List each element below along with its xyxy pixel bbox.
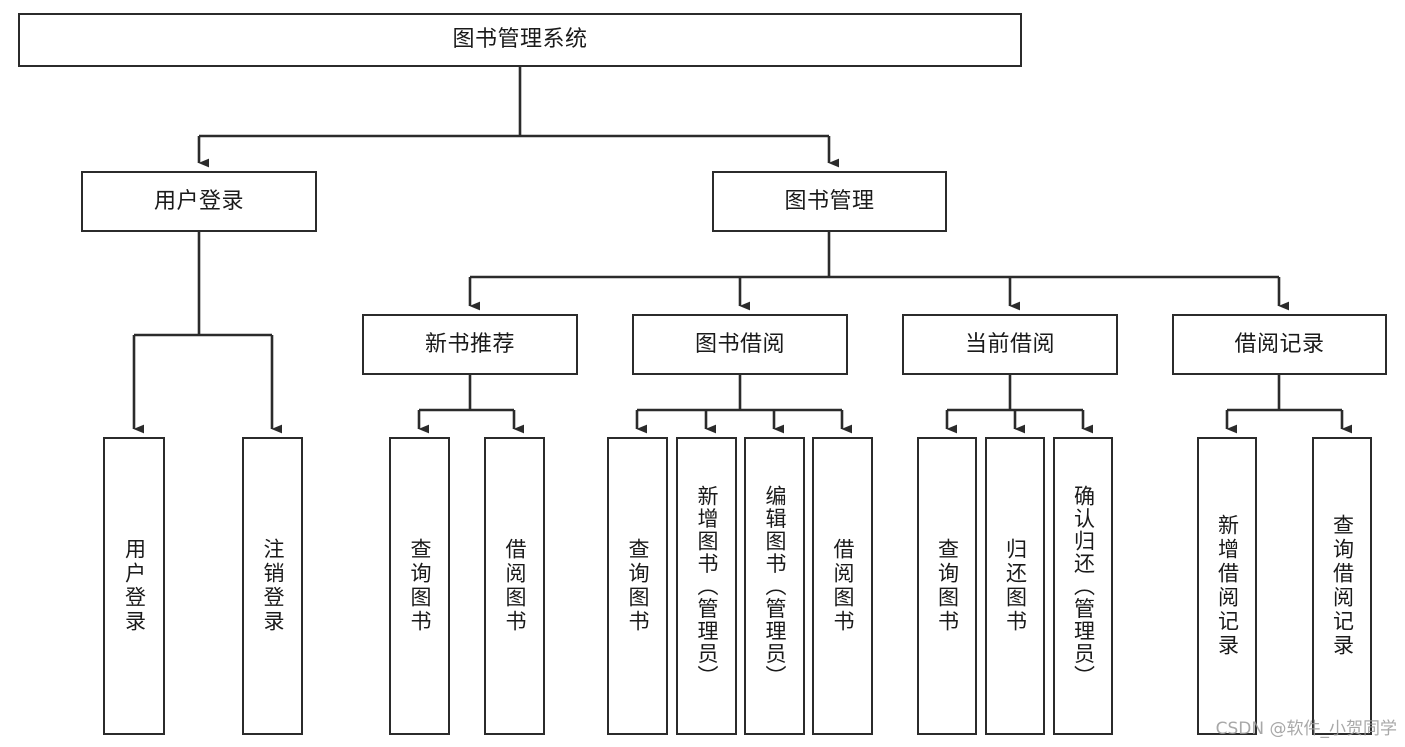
node-leaf-add-record[interactable]: 新增借阅记录 xyxy=(1197,437,1257,735)
node-current-borrow-label: 当前借阅 xyxy=(964,331,1055,357)
node-leaf-return-book-label: 归还图书 xyxy=(1003,538,1028,634)
node-current-borrow[interactable]: 当前借阅 xyxy=(902,314,1118,375)
node-root[interactable]: 图书管理系统 xyxy=(18,13,1022,67)
node-leaf-edit-book-label: 编辑图书（管理员） xyxy=(763,484,787,688)
node-leaf-query-book-1[interactable]: 查询图书 xyxy=(389,437,450,735)
node-leaf-edit-book[interactable]: 编辑图书（管理员） xyxy=(744,437,805,735)
node-leaf-return-book[interactable]: 归还图书 xyxy=(985,437,1045,735)
node-leaf-borrow-book-1[interactable]: 借阅图书 xyxy=(484,437,545,735)
node-book-manage-label: 图书管理 xyxy=(784,188,875,214)
node-leaf-confirm-return-label: 确认归还（管理员） xyxy=(1071,484,1096,688)
node-new-book-rec[interactable]: 新书推荐 xyxy=(362,314,578,375)
csdn-watermark: CSDN @软件_小贺同学 xyxy=(1215,719,1397,739)
node-leaf-add-book-label: 新增图书（管理员） xyxy=(695,484,719,688)
node-leaf-query-record-label: 查询借阅记录 xyxy=(1330,514,1355,658)
node-leaf-confirm-return[interactable]: 确认归还（管理员） xyxy=(1053,437,1113,735)
node-leaf-query-book-3[interactable]: 查询图书 xyxy=(917,437,977,735)
node-leaf-user-login-label: 用户登录 xyxy=(122,538,147,634)
node-root-label: 图书管理系统 xyxy=(452,27,588,53)
node-leaf-query-record[interactable]: 查询借阅记录 xyxy=(1312,437,1372,735)
node-user-login[interactable]: 用户登录 xyxy=(81,171,317,232)
node-leaf-borrow-book-2-label: 借阅图书 xyxy=(831,538,855,634)
node-leaf-logout-label: 注销登录 xyxy=(261,538,285,634)
node-leaf-add-book[interactable]: 新增图书（管理员） xyxy=(676,437,737,735)
node-user-login-label: 用户登录 xyxy=(153,188,244,214)
node-leaf-query-book-2[interactable]: 查询图书 xyxy=(607,437,668,735)
node-borrow-record[interactable]: 借阅记录 xyxy=(1172,314,1387,375)
node-leaf-user-login[interactable]: 用户登录 xyxy=(103,437,165,735)
node-leaf-borrow-book-1-label: 借阅图书 xyxy=(503,538,527,634)
node-leaf-query-book-3-label: 查询图书 xyxy=(935,538,960,634)
node-borrow-record-label: 借阅记录 xyxy=(1234,331,1325,357)
node-book-borrow-label: 图书借阅 xyxy=(694,331,785,357)
node-leaf-logout[interactable]: 注销登录 xyxy=(242,437,303,735)
node-leaf-query-book-1-label: 查询图书 xyxy=(408,538,432,634)
node-leaf-add-record-label: 新增借阅记录 xyxy=(1215,514,1240,658)
node-book-borrow[interactable]: 图书借阅 xyxy=(632,314,848,375)
node-leaf-borrow-book-2[interactable]: 借阅图书 xyxy=(812,437,873,735)
node-new-book-rec-label: 新书推荐 xyxy=(424,331,515,357)
node-leaf-query-book-2-label: 查询图书 xyxy=(626,538,650,634)
node-book-manage[interactable]: 图书管理 xyxy=(712,171,947,232)
